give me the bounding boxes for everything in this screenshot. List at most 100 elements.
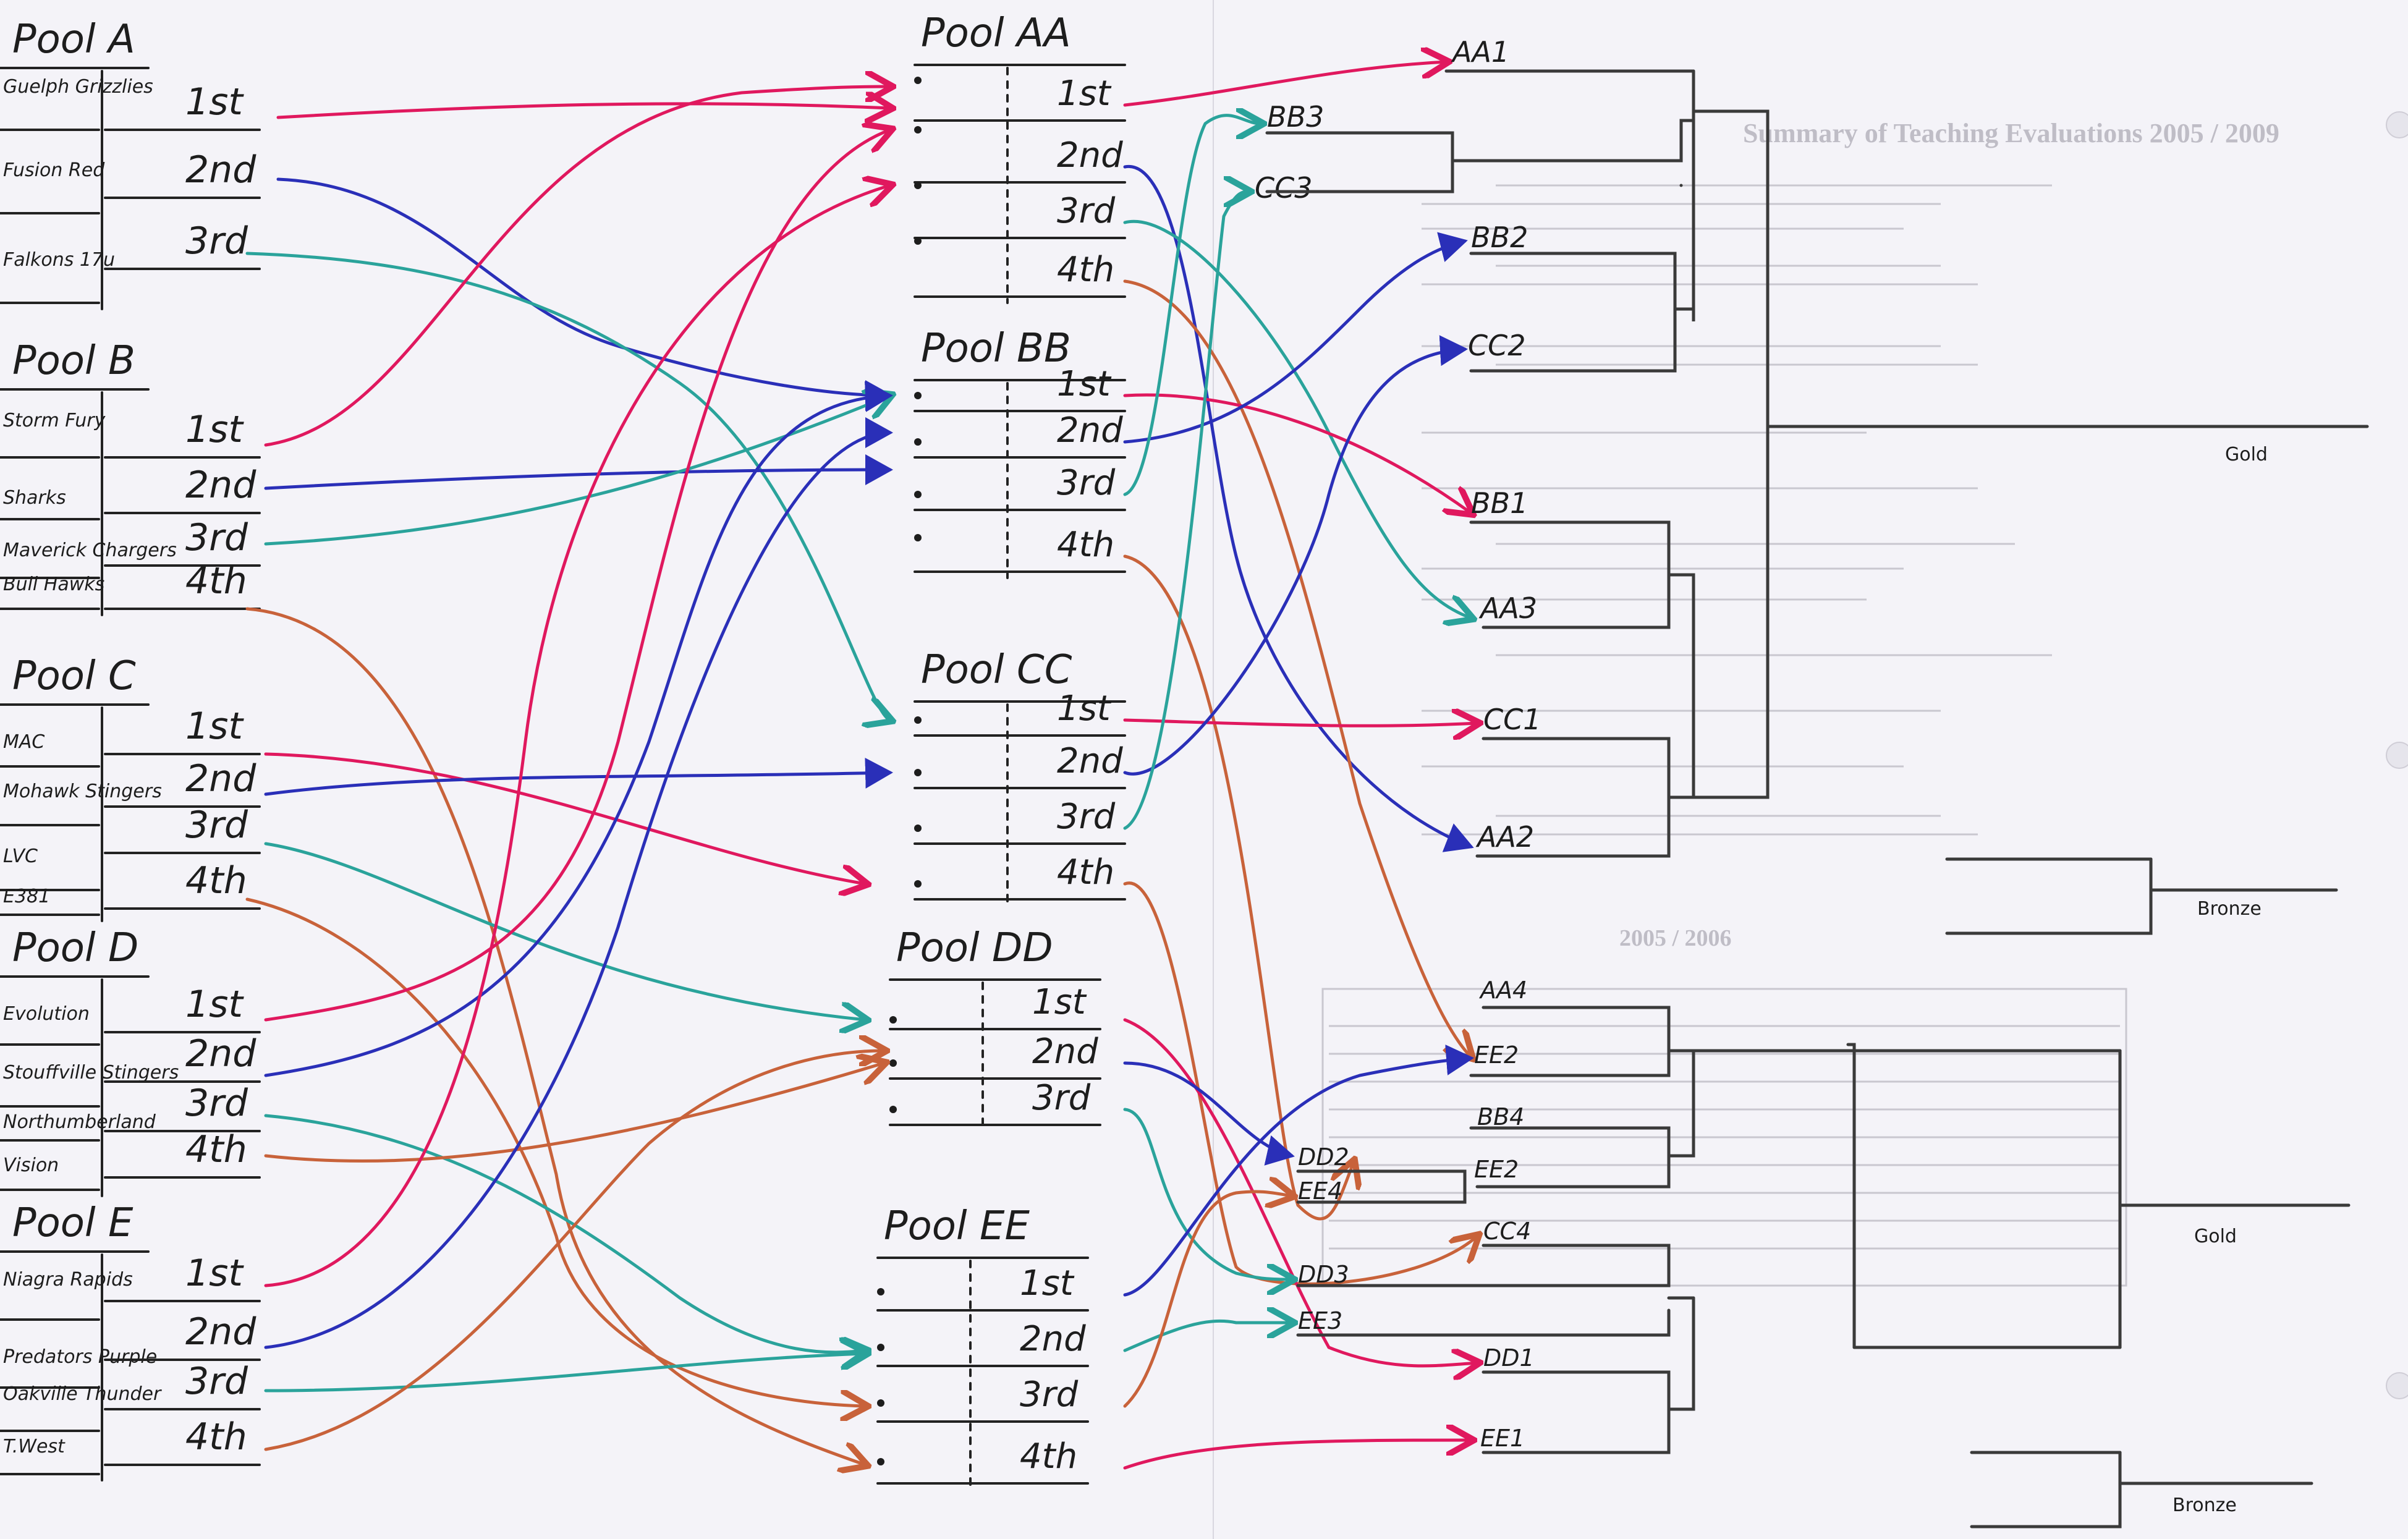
pool-title: Pool CC: [921, 647, 1072, 693]
seed-label: CC3: [1255, 171, 1313, 205]
advance-arrow-pink: [276, 104, 890, 117]
binder-hole: [2386, 1372, 2408, 1399]
slot-dot: [914, 825, 922, 832]
seed-label: EE4: [1298, 1177, 1342, 1205]
team-name: MAC: [3, 731, 45, 753]
slot-dot: [914, 769, 922, 776]
bracket-line: [1296, 1169, 1467, 1204]
bracket-line: [1296, 1244, 1671, 1287]
rank-label: 2nd: [185, 464, 256, 507]
slot-dot: [914, 237, 922, 245]
rank-label: 3rd: [185, 516, 248, 559]
team-name: Storm Fury: [3, 410, 106, 431]
rank-label: 1st: [185, 408, 244, 451]
rank-label: 3rd: [1032, 1078, 1091, 1118]
rank-label: 2nd: [185, 1032, 256, 1075]
seed-label: EE3: [1298, 1307, 1342, 1334]
rank-label: 1st: [185, 705, 244, 748]
rank-label: 2nd: [185, 1310, 256, 1354]
rank-label: 1st: [1032, 982, 1087, 1022]
rank-label: 4th: [185, 1128, 247, 1171]
rank-label: 2nd: [1057, 135, 1123, 176]
rank-label: 2nd: [185, 148, 256, 192]
advance-arrow-teal: [1123, 116, 1261, 496]
slot-dot: [889, 1016, 897, 1024]
team-name: E381: [3, 886, 50, 907]
team-name: Oakville Thunder: [3, 1383, 162, 1405]
bracket-line: [1451, 119, 1695, 163]
advancement-arrows: [245, 62, 1477, 1468]
advance-arrow-teal: [264, 842, 865, 1020]
rank-label: 4th: [1057, 250, 1114, 290]
pool-title: Pool B: [12, 338, 135, 384]
slot-dot: [914, 438, 922, 446]
rank-label: 1st: [1057, 74, 1112, 114]
pool-title: Pool E: [12, 1200, 134, 1246]
slot-dot: [877, 1458, 884, 1465]
rank-label: 1st: [185, 80, 244, 124]
advance-arrow-teal: [1123, 192, 1249, 830]
rank-label: 2nd: [1020, 1319, 1086, 1359]
bracket-line: [1692, 425, 1770, 799]
rank-label: 4th: [1020, 1436, 1077, 1477]
advance-arrow-blue: [264, 417, 893, 1349]
rank-label: 2nd: [1057, 741, 1123, 781]
slot-dot: [914, 182, 922, 189]
seed-label: EE2: [1474, 1156, 1519, 1183]
advance-arrow-pink: [264, 752, 865, 884]
advance-arrow-blue: [1123, 1045, 1474, 1297]
slot-dot: [914, 77, 922, 84]
bracket-line: [1469, 1006, 1671, 1077]
advance-arrow-teal: [1123, 1321, 1292, 1352]
rank-label: 1st: [1057, 689, 1112, 729]
seed-label: BB4: [1477, 1103, 1524, 1130]
slot-dot: [914, 392, 922, 399]
slot-dot: [914, 716, 922, 724]
rank-label: 4th: [185, 559, 247, 603]
rank-label: 2nd: [1032, 1032, 1098, 1072]
bracket-line: [1970, 1451, 2122, 1528]
bracket-line: [1296, 1308, 1671, 1337]
team-name: Maverick Chargers: [3, 540, 177, 561]
team-name: Falkons 17u: [3, 249, 115, 271]
playoff-bracket: [1265, 69, 2369, 1528]
rank-label: 3rd: [1057, 463, 1116, 503]
advance-arrow-orange: [264, 1051, 884, 1451]
advance-arrow-blue: [1123, 165, 1474, 852]
rank-label: 1st: [185, 1252, 244, 1295]
pool-title: Pool A: [12, 17, 135, 62]
team-name: T.West: [3, 1436, 66, 1457]
seed-label: EE2: [1474, 1041, 1519, 1069]
slot-dot: [889, 1106, 897, 1113]
seed-label: AA3: [1478, 591, 1537, 625]
rank-label: 3rd: [1020, 1375, 1079, 1415]
slot-dot: [877, 1288, 884, 1295]
rank-label: 4th: [1057, 852, 1114, 892]
seed-label: AA4: [1478, 977, 1527, 1004]
advance-arrow-teal: [264, 1354, 865, 1393]
bracket-line: [1945, 857, 2153, 935]
team-name: Niagra Rapids: [3, 1269, 133, 1291]
advance-arrow-blue: [264, 381, 893, 1077]
team-name: LVC: [3, 846, 38, 867]
rank-label: 4th: [185, 859, 247, 902]
advance-arrow-pink: [1123, 720, 1477, 726]
advance-arrow-orange: [245, 897, 865, 1406]
advance-arrow-teal: [264, 1114, 865, 1352]
pool-title: Pool D: [12, 925, 138, 971]
rank-label: 1st: [185, 983, 244, 1026]
bronze-label-upper: Bronze: [2197, 898, 2262, 920]
rank-label: 2nd: [185, 757, 256, 800]
team-name: Mohawk Stingers: [3, 781, 162, 802]
rank-label: 3rd: [1057, 797, 1116, 837]
background-table: [1321, 988, 2127, 1287]
advance-arrow-orange: [264, 1063, 884, 1163]
